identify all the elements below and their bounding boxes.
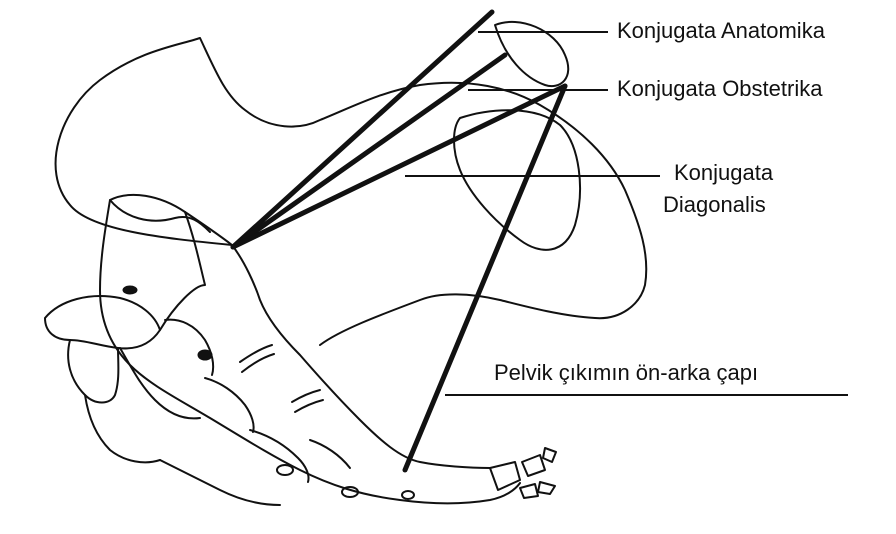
coccyx-fragment-2	[522, 455, 545, 476]
coccyx-fragment-1	[490, 462, 520, 490]
diagonal-conjugate-line	[233, 86, 565, 247]
lumbar-vertebra	[45, 296, 160, 348]
label-pelvic-outlet: Pelvik çıkımın ön-arka çapı	[494, 360, 758, 385]
coccyx-fragment-3	[520, 484, 538, 498]
vertebra-process-2	[120, 348, 200, 418]
pelvic-outlet-line	[405, 86, 565, 470]
promontory-edge	[160, 212, 205, 330]
label-conjugata-obstetrica: Konjugata Obstetrika	[617, 76, 822, 101]
coccyx-fragment-4	[543, 448, 556, 462]
sacral-segment-line-2	[205, 378, 254, 432]
anatomic-conjugate-line	[233, 12, 492, 247]
dark-spot-1	[123, 286, 137, 294]
vertebra-process	[68, 340, 118, 403]
label-conjugata-anatomica: Konjugata Anatomika	[617, 18, 825, 43]
sacral-foramen-3	[402, 491, 414, 499]
sacral-segment-line	[165, 320, 213, 375]
vertebra-lower	[160, 460, 280, 505]
sacral-segment-line-4	[310, 440, 350, 468]
coccyx-fragment-5	[538, 482, 555, 494]
label-conjugata-diagonalis-2: Diagonalis	[663, 192, 766, 217]
sacral-double-line-2	[292, 390, 323, 412]
dark-spot-2	[198, 350, 212, 360]
sacral-foramen-1	[277, 465, 293, 475]
vertebral-body-line	[110, 200, 210, 232]
obstetric-conjugate-line	[233, 55, 505, 247]
label-conjugata-diagonalis-1: Konjugata	[674, 160, 773, 185]
spinous-process	[85, 395, 160, 462]
sacral-double-line	[240, 345, 274, 372]
